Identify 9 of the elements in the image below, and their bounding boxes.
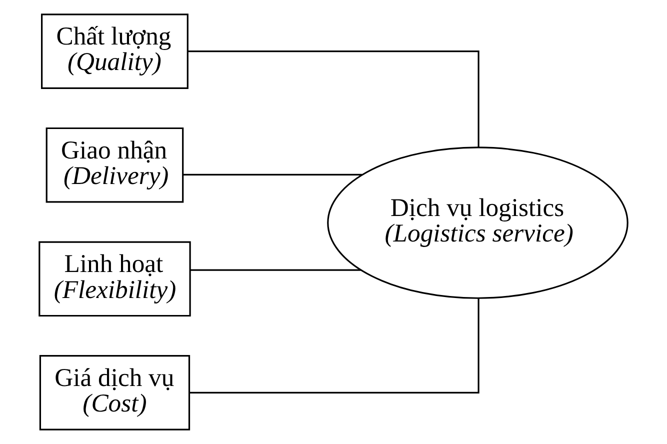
node-ellipse: Dịch vụ logistics (Logistics service) [327,146,628,299]
connector [190,269,361,271]
connector [183,174,362,176]
connector [190,298,480,394]
node-box: Giao nhận (Delivery) [46,127,184,203]
node-box: Linh hoạt (Flexibility) [38,241,191,317]
node-box: Chất lượng (Quality) [41,14,188,89]
connector [188,50,480,148]
node-box: Giá dịch vụ (Cost) [39,355,190,430]
